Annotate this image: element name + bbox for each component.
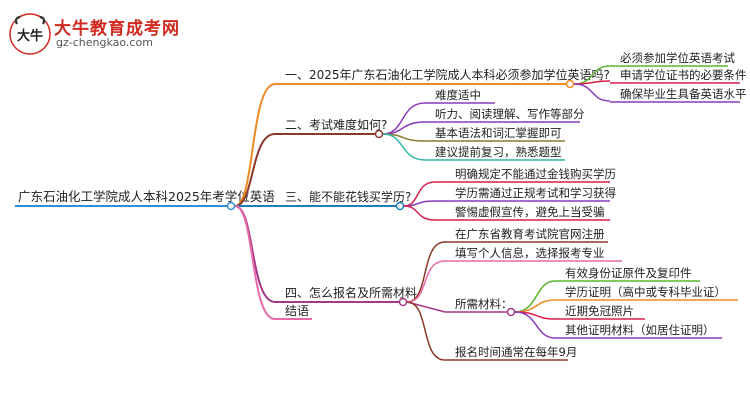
mat-leaf-2: 学历证明（高中或专科毕业证） xyxy=(565,285,726,299)
branch5-label: 结语 xyxy=(285,304,309,318)
mat-leaf-1: 有效身份证原件及复印件 xyxy=(565,266,692,280)
branch3-label: 三、能不能花钱买学历? xyxy=(285,189,411,204)
branch2-label: 二、考试难度如何? xyxy=(285,117,387,132)
branch1-connector xyxy=(565,79,575,89)
mat-leaf-3: 近期免冠照片 xyxy=(565,304,634,318)
b1-leaf-3: 确保毕业生具备英语水平 xyxy=(620,87,747,101)
edge-b2-c4 xyxy=(382,133,426,161)
b1-leaf-1: 必须参加学位英语考试 xyxy=(620,51,735,65)
edge-b3-c3 xyxy=(403,205,436,221)
brand-logo: 大牛 大牛教育成考网 gz-chengkao.com xyxy=(8,12,208,56)
b4-leaf-1: 在广东省教育考试院官网注册 xyxy=(455,227,605,241)
mat-leaf-4: 其他证明材料（如居住证明） xyxy=(565,323,715,337)
edge-root-branch4 xyxy=(234,205,276,303)
root-node-label: 广东石油化工学院成人本科2025年考学位英语 xyxy=(18,189,275,204)
b4-materials-label: 所需材料： xyxy=(455,297,513,311)
edge-root-branch5 xyxy=(234,205,276,320)
b4-leaf-2: 填写个人信息，选择报考专业 xyxy=(455,246,605,260)
b2-leaf-1: 难度适中 xyxy=(435,88,481,102)
root-connector xyxy=(226,201,236,211)
branch4-connector xyxy=(398,297,408,307)
branch2-connector xyxy=(374,129,384,139)
brand-title: 大牛教育成考网 xyxy=(54,19,180,39)
b3-leaf-1: 明确规定不能通过金钱购买学历 xyxy=(455,167,616,181)
branch3-connector xyxy=(395,201,405,211)
edge-b1-c3 xyxy=(573,83,611,102)
edge-mat-c4 xyxy=(514,311,556,339)
branch1-label: 一、2025年广东石油化工学院成人本科必须参加学位英语吗? xyxy=(285,67,610,82)
b3-leaf-3: 警惕虚假宣传，避免上当受骗 xyxy=(455,205,605,219)
b2-leaf-3: 基本语法和词汇掌握即可 xyxy=(435,126,562,140)
edge-root-branch1 xyxy=(234,83,276,207)
brand-url: gz-chengkao.com xyxy=(56,36,153,49)
edge-b2-c1 xyxy=(382,102,426,135)
edge-b4-c2 xyxy=(406,260,446,303)
b4-leaf-4: 报名时间通常在每年9月 xyxy=(455,345,577,359)
branch4-label: 四、怎么报名及所需材料 xyxy=(285,285,417,300)
bull-logo-icon: 大牛 xyxy=(9,13,51,55)
logo-mark-text: 大牛 xyxy=(17,28,43,44)
edge-b4-c4 xyxy=(406,301,446,361)
materials-connector xyxy=(506,307,516,317)
b2-leaf-4: 建议提前复习，熟悉题型 xyxy=(435,145,562,159)
edge-root-branch2 xyxy=(234,133,276,207)
edge-mat-c2 xyxy=(514,299,556,313)
b2-leaf-2: 听力、阅读理解、写作等部分 xyxy=(435,107,585,121)
b3-leaf-2: 学历需通过正规考试和学习获得 xyxy=(455,186,616,200)
b1-leaf-2: 申请学位证书的必要条件 xyxy=(620,68,747,82)
